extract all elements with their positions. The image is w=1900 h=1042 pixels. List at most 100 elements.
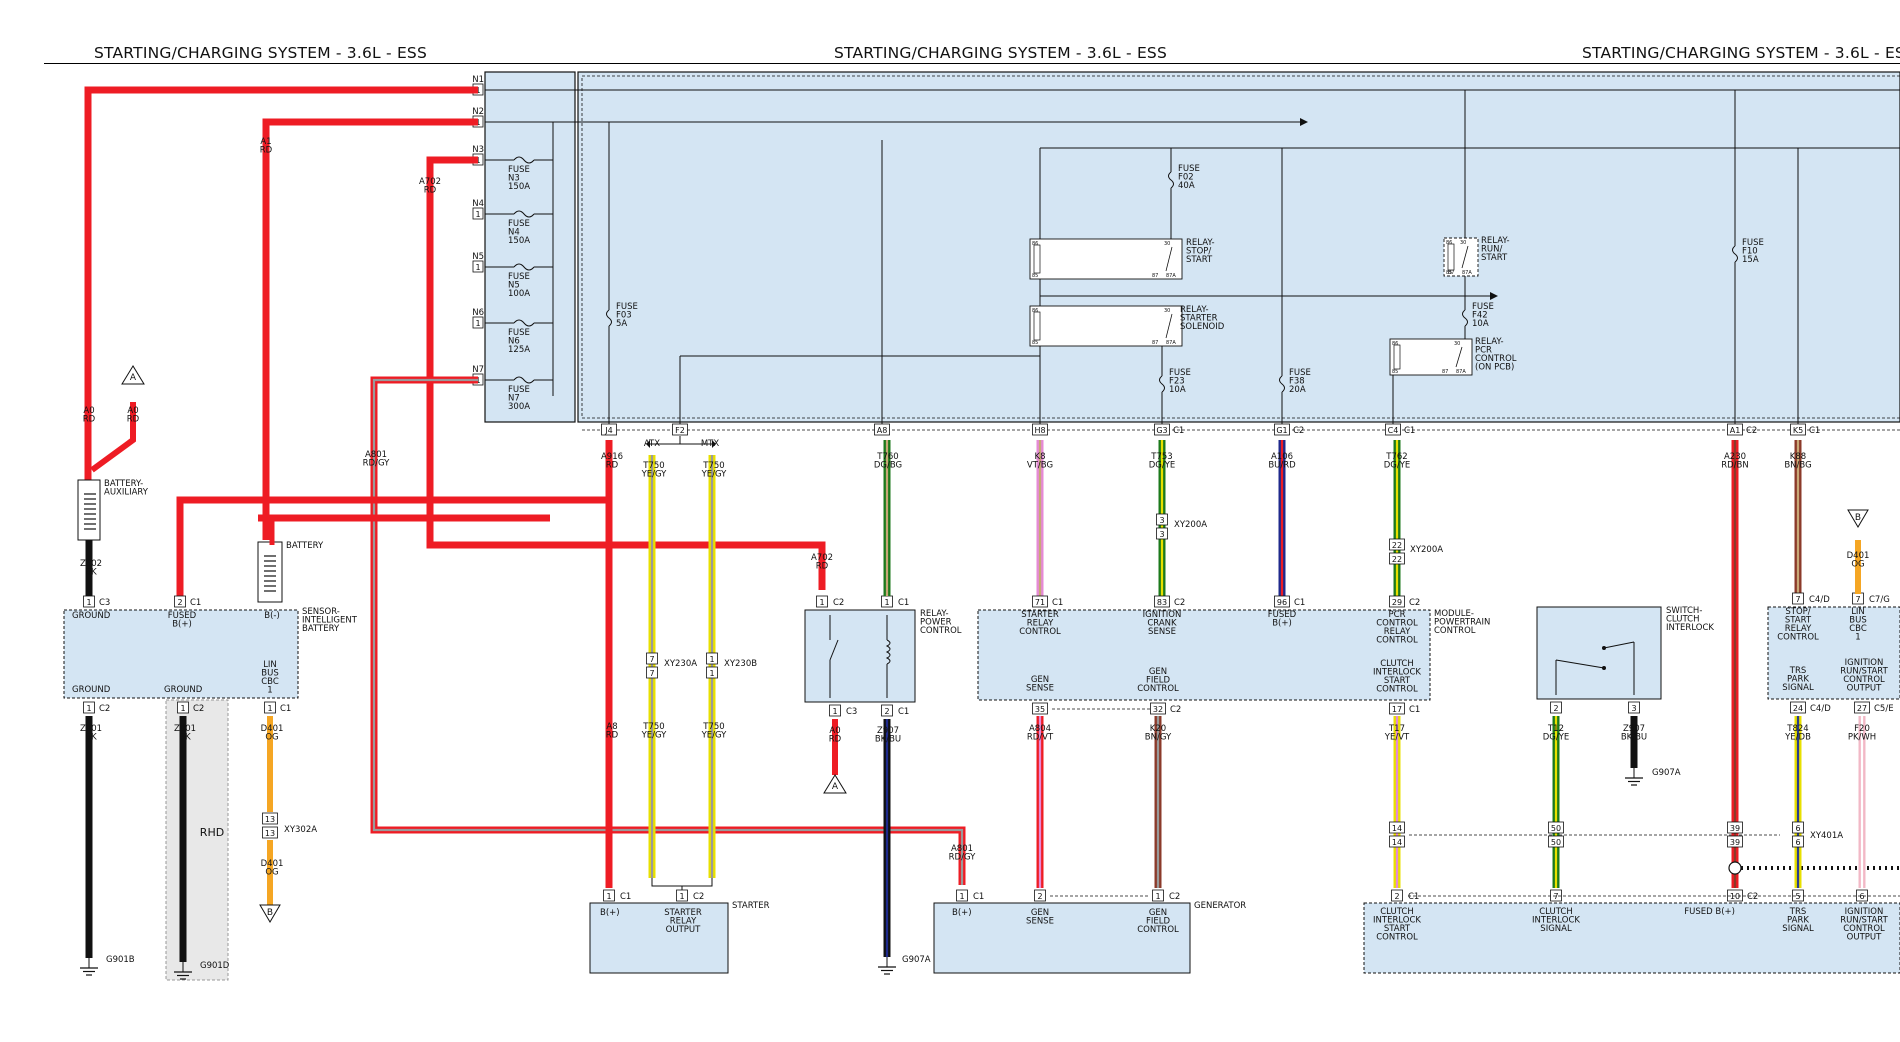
pin-gen-sense (1034, 889, 1046, 902)
cbc-trs-park: PARK (1787, 675, 1809, 685)
pdc-pin-box-N4-num: 1 (475, 210, 480, 219)
conn-rpc-c3: C3 (846, 707, 857, 717)
pin-starter-bplus (603, 889, 615, 902)
conn-ibs-gnd2: C2 (193, 704, 204, 714)
sw-clutch-contact2 (1602, 646, 1606, 650)
pin-cbc-7 (1792, 592, 1804, 605)
ibs-fused-bplus: B(+) (172, 620, 192, 630)
label-g901d: G901D (200, 961, 230, 971)
battery-auxiliary (77, 479, 101, 541)
label-wire-d401-color: OG (265, 733, 278, 743)
label-g901b: G901B (106, 955, 135, 965)
pin-xy200a-t762-2 (1389, 552, 1405, 565)
label-wire-t17-code: T17 (1388, 724, 1405, 734)
label-wire-z802-code: Z802 (80, 559, 102, 569)
pin-xy230a-1-num: 7 (649, 655, 654, 664)
label-wire-z907-sw-color: BK/BU (1621, 733, 1647, 743)
generator-bplus: B(+) (952, 908, 972, 918)
relay-pcr-pin87: 87 (1442, 369, 1448, 375)
pin-t17-14a-num: 14 (1392, 824, 1402, 833)
wire-a702-main (426, 156, 826, 590)
pin-rpc-c3-num: 1 (832, 707, 837, 716)
pdc-pin-N6: N6 (472, 308, 484, 318)
relay-label-pcr: PCR (1475, 346, 1492, 356)
ibs-fused-bplus: FUSED (168, 611, 197, 621)
pcm-pcr-relay-control: CONTROL (1376, 619, 1418, 629)
conn-br-c1: C1 (1408, 892, 1419, 902)
pin-gen-sense-num: 2 (1037, 892, 1042, 901)
label-xy230b: XY230B (724, 659, 757, 669)
relay-starter-solenoid-pin87: 87 (1152, 340, 1158, 346)
cbc-lin-bus: 1 (1855, 633, 1860, 643)
label-wire-a0-ref-color: RD (127, 415, 140, 425)
cbc-trs-park: SIGNAL (1782, 683, 1814, 693)
internal-fuse-label-F42: FUSE (1472, 302, 1494, 312)
pin-starter-bplus-num: 1 (606, 892, 611, 901)
fuse-label-N3: FUSE (508, 165, 530, 175)
conn-rpc-c2: C2 (833, 598, 844, 608)
pcm-starter-relay-control: CONTROL (1019, 627, 1061, 637)
cbc-right-module (1767, 606, 1900, 700)
pin-ibs-fused-num: 2 (177, 598, 182, 607)
cbc-stop-start-relay: START (1785, 616, 1812, 626)
relay-run-start-pin30: 30 (1460, 240, 1466, 246)
br-clutch-interlock-signal: SIGNAL (1540, 924, 1572, 934)
label-wire-t753-color: DG/YE (1149, 461, 1176, 471)
internal-fuse-label-F23: F23 (1169, 377, 1185, 387)
relay-pcr-switch (1455, 346, 1463, 368)
pin-pcm-96 (1274, 595, 1290, 608)
pcm-ignition-crank-sense: CRANK (1147, 619, 1177, 629)
pcm-clutch-interlock-start: CONTROL (1376, 685, 1418, 695)
fuse-label-N3: N3 (508, 174, 520, 184)
pdc-bottom-pin-H8-num: H8 (1034, 426, 1045, 435)
pin-xy230a-1 (646, 652, 658, 665)
relay-stop-start-pin87a: 87A (1166, 273, 1176, 279)
relay-stop-start (1029, 238, 1183, 280)
switch-clutch-label: INTERLOCK (1666, 623, 1714, 633)
label-wire-a1-color: RD (260, 146, 273, 156)
pin-rpc-c1-num: 1 (884, 598, 889, 607)
label-wire-t17-color: YE/VT (1384, 733, 1410, 743)
starter-label: STARTER (732, 901, 770, 911)
pdc-pin-box-N6-num: 1 (475, 319, 480, 328)
br-clutch-interlock-start: CLUTCH (1380, 907, 1414, 917)
label-wire-z907-color: BK/BU (875, 735, 901, 745)
pin-xy200a-t753-1 (1156, 513, 1168, 526)
pin-ibs-gnd2 (177, 701, 189, 714)
relay-run-start-pin86: 86 (1446, 240, 1452, 246)
label-wire-k88-code: K88 (1790, 452, 1806, 462)
label-g907a-left: G907A (902, 955, 931, 965)
pcm-fused-bplus: FUSED (1268, 610, 1297, 620)
ref-a-top (121, 365, 145, 385)
relay-stop-start-pin85: 85 (1032, 273, 1038, 279)
pin-pcm-96-num: 96 (1277, 598, 1287, 607)
rhd-region (165, 699, 229, 981)
internal-fuse-label-F02: FUSE (1178, 164, 1200, 174)
br-clutch-interlock-signal: CLUTCH (1539, 907, 1573, 917)
internal-fuse-label-F42: 10A (1472, 319, 1489, 329)
pdc-bottom-pin-J4-num: J4 (604, 426, 612, 435)
pcm-label: CONTROL (1434, 626, 1476, 636)
pin-pcm-71 (1032, 595, 1048, 608)
pin-pcm-35 (1032, 702, 1048, 715)
pin-xy230a-2-num: 7 (649, 669, 654, 678)
br-ignition-output: CONTROL (1843, 924, 1885, 934)
pdc-pin-N1: N1 (472, 75, 484, 85)
pin-ibs-c3-num: 1 (86, 598, 91, 607)
pin-ibs-gnd1 (83, 701, 95, 714)
label-wire-t760-color: DG/BG (874, 461, 902, 471)
internal-fuse-label-F38: FUSE (1289, 368, 1311, 378)
conn-rpc-c1: C1 (898, 598, 909, 608)
pin-t17-14b (1389, 835, 1405, 848)
pin-xy200a-t762-2-num: 22 (1392, 555, 1402, 564)
pin-rpc-c1b-num: 2 (884, 707, 889, 716)
label-wire-z901-b-color: BK (179, 733, 191, 743)
relay-starter-solenoid-coil (1033, 311, 1041, 341)
internal-fuse-label-F38: F38 (1289, 377, 1305, 387)
pdc-pin-box-N4 (472, 207, 484, 220)
pcm-label: POWERTRAIN (1434, 618, 1490, 628)
label-wire-a1-code: A1 (260, 137, 271, 147)
internal-fuse-F02 (1168, 171, 1174, 189)
label-wire-a801-color: RD/GY (363, 459, 390, 469)
